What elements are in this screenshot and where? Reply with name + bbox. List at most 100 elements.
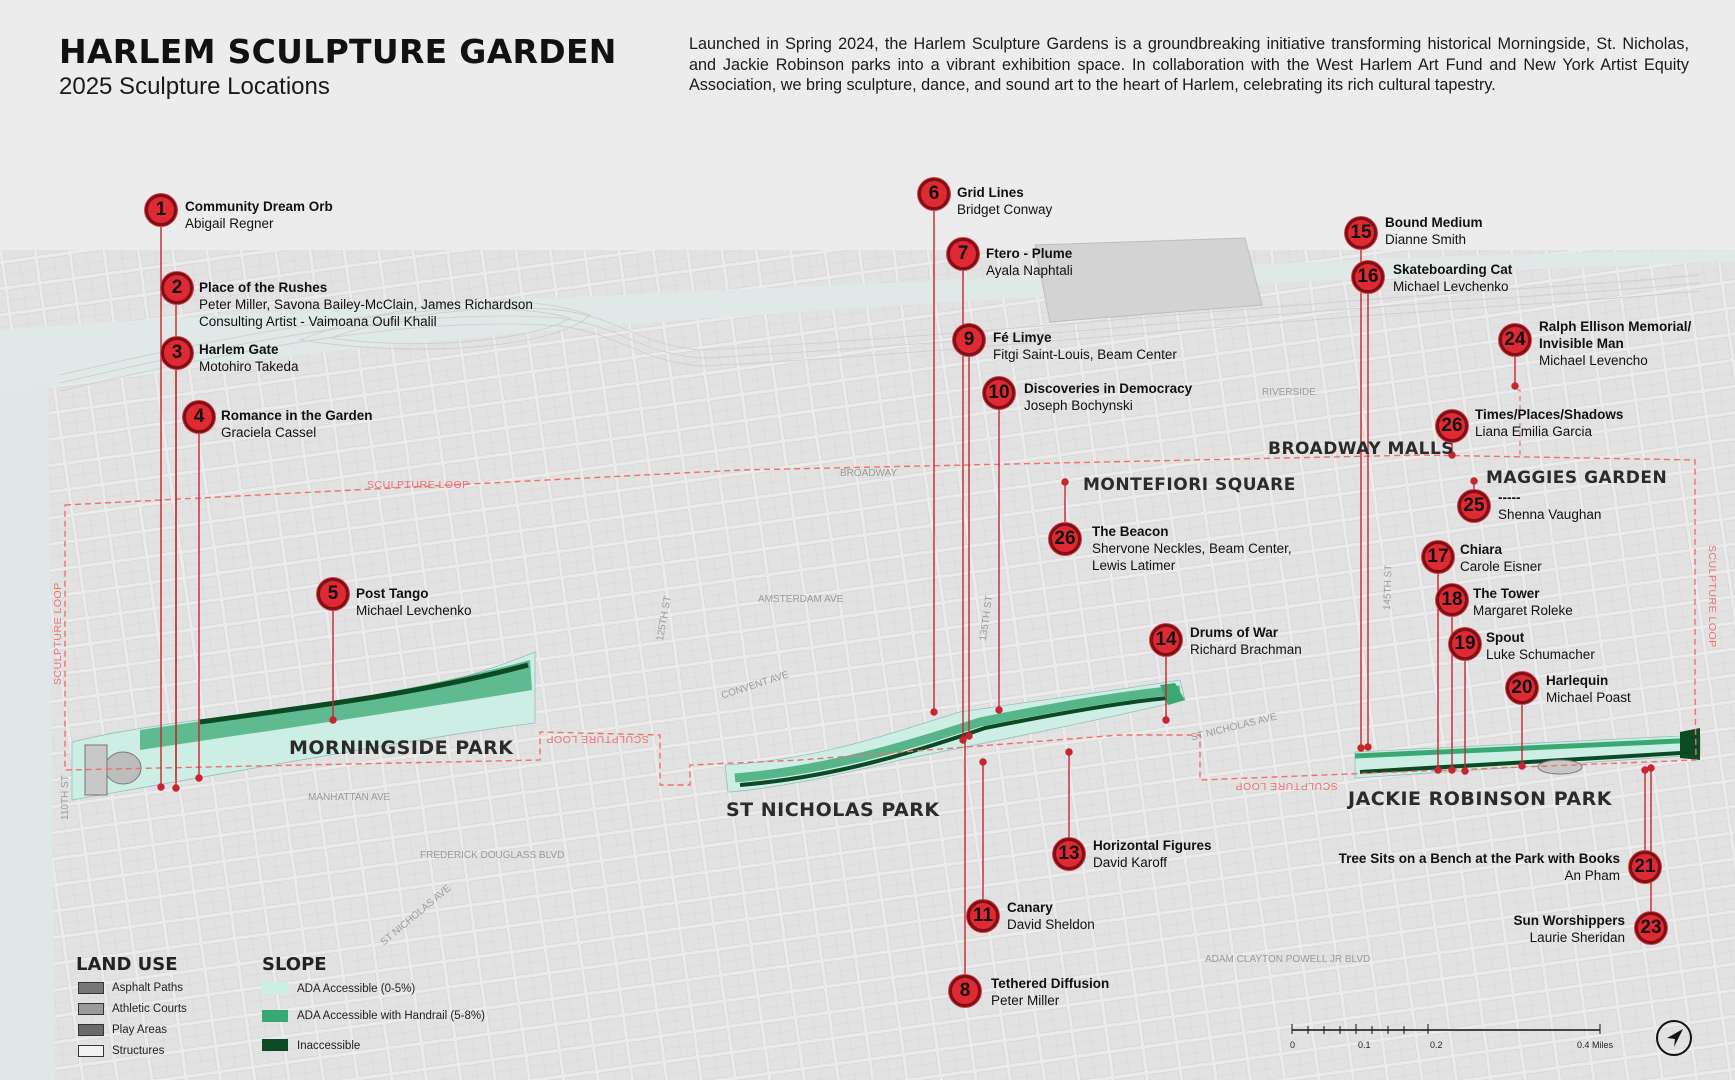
legend-item-asphalt: Asphalt Paths [112, 982, 183, 994]
sculpture-marker-5[interactable]: 5 [317, 578, 349, 610]
legend-land-use-title: LAND USE [76, 954, 178, 975]
sculpture-marker-9[interactable]: 9 [953, 324, 985, 356]
sculpture-marker-11[interactable]: 11 [967, 900, 999, 932]
street-label: 145TH ST [1382, 564, 1395, 611]
sculpture-loop-label: SCULPTURE LOOP [546, 733, 649, 745]
park-label-st-nicholas: ST NICHOLAS PARK [726, 799, 940, 821]
sculpture-loop-label: SCULPTURE LOOP [1706, 545, 1718, 648]
sculpture-marker-3[interactable]: 3 [161, 337, 193, 369]
legend-slope-title: SLOPE [262, 954, 327, 975]
scale-tick-04: 0.4 Miles [1577, 1040, 1614, 1050]
sculpture-label-25: -----Shenna Vaughan [1498, 490, 1602, 522]
scale-tick-01: 0.1 [1358, 1040, 1371, 1050]
jackie-robinson-park-area [1354, 728, 1701, 779]
sculpture-marker-23[interactable]: 23 [1635, 912, 1667, 944]
sculpture-loop-path [64, 454, 1697, 786]
scale-bar [1291, 1024, 1601, 1034]
legend-swatch-handrail [262, 1010, 288, 1022]
sculpture-marker-19[interactable]: 19 [1449, 628, 1481, 660]
legend-swatch-athletic [78, 1003, 104, 1015]
sculpture-marker-20[interactable]: 20 [1506, 672, 1538, 704]
park-label-morningside: MORNINGSIDE PARK [289, 737, 514, 759]
broadway-connector [1515, 389, 1521, 455]
land-area [0, 250, 1735, 1080]
street-label: AMSTERDAM AVE [758, 594, 844, 605]
legend-swatch-inaccessible [262, 1039, 288, 1051]
legend-swatch-ada [262, 982, 288, 994]
st-nicholas-park-area [724, 679, 1186, 793]
sculpture-label-21: Tree Sits on a Bench at the Park with Bo… [1338, 851, 1620, 883]
sculpture-marker-26-times[interactable]: 26 [1436, 410, 1468, 442]
park-label-jackie-robinson: JACKIE ROBINSON PARK [1348, 788, 1612, 810]
sculpture-loop-label: SCULPTURE LOOP [52, 582, 64, 685]
legend-item-inaccessible: Inaccessible [297, 1040, 361, 1052]
street-label: RIVERSIDE [1262, 387, 1316, 398]
sculpture-loop-label: SCULPTURE LOOP [1235, 780, 1338, 792]
street-label: FREDERICK DOUGLASS BLVD [420, 850, 565, 861]
sculpture-marker-1[interactable]: 1 [145, 194, 177, 226]
north-arrow-icon [1656, 1020, 1692, 1056]
scale-tick-0: 0 [1290, 1040, 1296, 1050]
sculpture-marker-6[interactable]: 6 [918, 178, 950, 210]
sculpture-marker-4[interactable]: 4 [183, 401, 215, 433]
street-label: MANHATTAN AVE [308, 792, 391, 803]
map-title: HARLEM SCULPTURE GARDEN [59, 32, 617, 71]
legend-item-structures: Structures [112, 1045, 165, 1057]
legend-swatch-play [78, 1024, 104, 1036]
sculpture-marker-14[interactable]: 14 [1150, 624, 1182, 656]
park-label-maggies-garden: MAGGIES GARDEN [1486, 468, 1668, 488]
river-water-left [0, 385, 55, 1080]
legend-item-athletic: Athletic Courts [112, 1003, 187, 1015]
riverside-contours [59, 274, 1701, 392]
sculpture-marker-13[interactable]: 13 [1053, 838, 1085, 870]
park-label-broadway-malls: BROADWAY MALLS [1268, 439, 1455, 459]
sculpture-marker-2[interactable]: 2 [161, 272, 193, 304]
sculpture-loop-label: SCULPTURE LOOP [367, 479, 470, 491]
sculpture-marker-24[interactable]: 24 [1499, 324, 1531, 356]
legend-item-play: Play Areas [112, 1024, 167, 1036]
intro-paragraph: Launched in Spring 2024, the Harlem Scul… [689, 35, 1689, 94]
sculpture-marker-17[interactable]: 17 [1422, 541, 1454, 573]
sculpture-marker-18[interactable]: 18 [1436, 584, 1468, 616]
sculpture-marker-25[interactable]: 25 [1458, 490, 1490, 522]
sculpture-marker-15[interactable]: 15 [1345, 217, 1377, 249]
river-water [0, 250, 1735, 395]
legend-item-ada: ADA Accessible (0-5%) [297, 983, 416, 995]
street-label: BROADWAY [840, 468, 898, 479]
legend-item-handrail: ADA Accessible with Handrail (5-8%) [297, 1010, 485, 1022]
map-subtitle: 2025 Sculpture Locations [59, 73, 330, 100]
sculpture-marker-16[interactable]: 16 [1352, 261, 1384, 293]
sculpture-marker-10[interactable]: 10 [983, 377, 1015, 409]
legend-swatch-structures [78, 1045, 104, 1057]
sculpture-marker-8[interactable]: 8 [949, 975, 981, 1007]
street-label: ADAM CLAYTON POWELL JR BLVD [1205, 954, 1371, 965]
sculpture-marker-26-beacon[interactable]: 26 [1049, 523, 1081, 555]
sculpture-marker-7[interactable]: 7 [947, 238, 979, 270]
legend-swatch-asphalt [78, 982, 104, 994]
sculpture-marker-21[interactable]: 21 [1629, 851, 1661, 883]
morningside-park-area [71, 651, 536, 801]
